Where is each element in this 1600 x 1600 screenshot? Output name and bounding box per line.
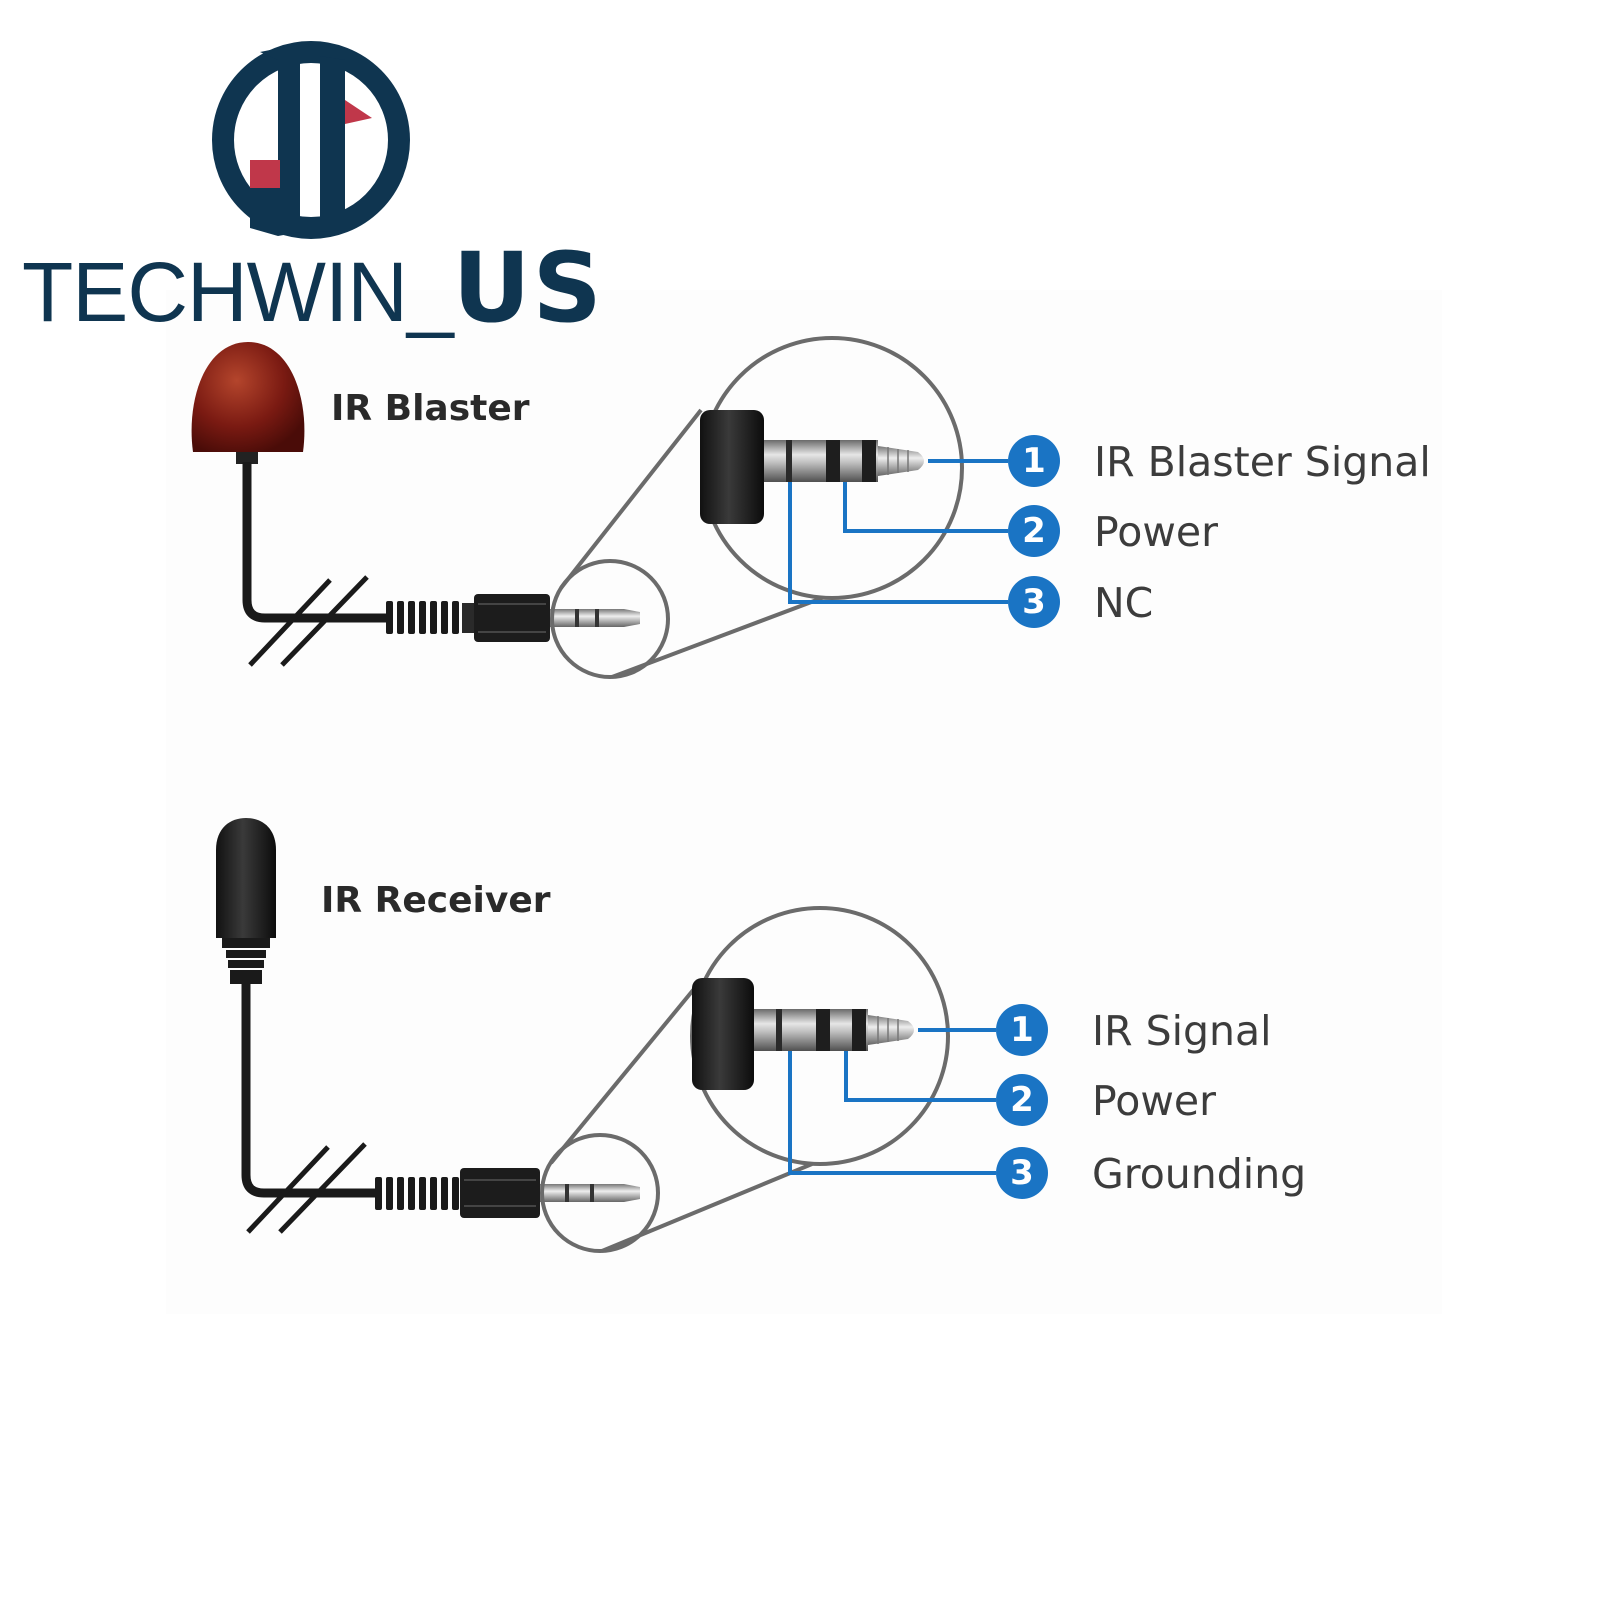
receiver-enlarged-plug	[692, 978, 914, 1090]
blaster-pin-2-badge: 2	[1008, 505, 1060, 557]
blaster-pin-3-badge: 3	[1008, 576, 1060, 628]
receiver-pin-1-badge: 1	[996, 1004, 1048, 1056]
receiver-pin-3-badge: 3	[996, 1147, 1048, 1199]
logo-text-accent: US	[452, 232, 604, 344]
techwin-logo-text: TECHWIN_US	[22, 240, 604, 336]
ir-blaster-title: IR Blaster	[331, 388, 530, 429]
ir-blaster-device	[191, 342, 640, 667]
receiver-pin-wires	[788, 1028, 996, 1175]
receiver-pin-1-label: IR Signal	[1092, 1007, 1272, 1055]
receiver-pin-2-badge: 2	[996, 1074, 1048, 1126]
blaster-enlarged-plug	[700, 410, 924, 524]
receiver-pin-3-label: Grounding	[1092, 1150, 1307, 1198]
blaster-pin-1-label: IR Blaster Signal	[1094, 438, 1431, 486]
blaster-pin-2-label: Power	[1094, 508, 1218, 556]
techwin-logo-emblem	[212, 41, 410, 239]
blaster-pin-3-label: NC	[1094, 579, 1154, 627]
blaster-pin-wires	[788, 459, 1008, 604]
receiver-pin-2-label: Power	[1092, 1077, 1216, 1125]
blaster-pin-1-badge: 1	[1008, 435, 1060, 487]
receiver-magnifier	[540, 906, 950, 1253]
ir-receiver-title: IR Receiver	[321, 880, 551, 921]
logo-text-main: TECHWIN_	[22, 245, 454, 339]
ir-receiver-device	[216, 818, 640, 1234]
